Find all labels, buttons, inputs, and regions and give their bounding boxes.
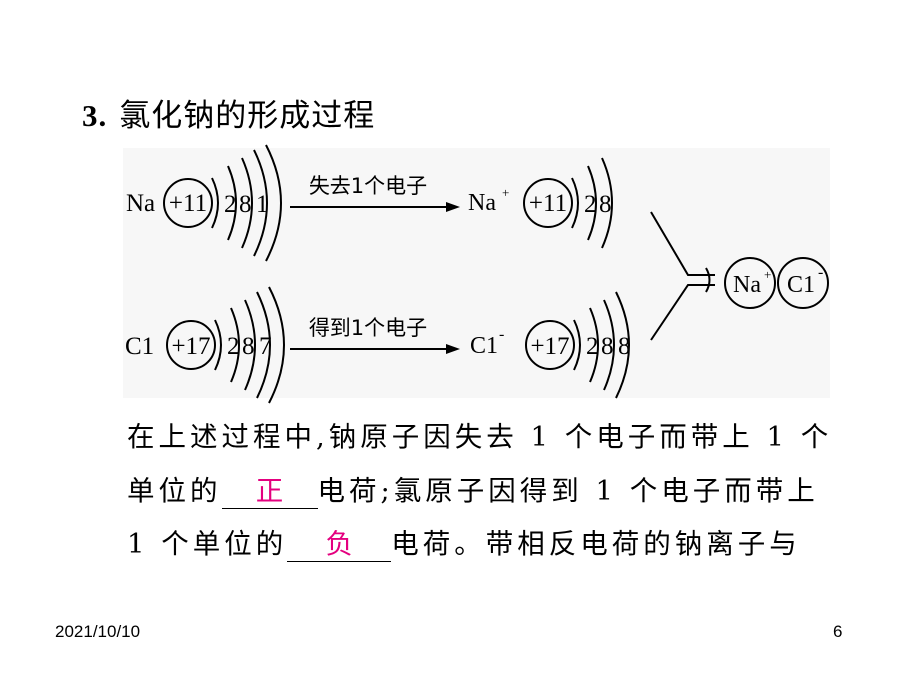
na-atom-shell-2: 8: [239, 191, 252, 218]
na-atom-symbol: Na: [126, 190, 155, 217]
page-number: 6: [833, 622, 843, 641]
paragraph-line-2: 单位的正电荷;氯原子因得到 1 个电子而带上: [127, 468, 819, 509]
cl-atom-shell-1: 2: [227, 333, 240, 360]
gain-electron-label: 得到1个电子: [309, 316, 427, 340]
cl-ion-shell-1: 2: [586, 333, 599, 360]
na-ion-charge: +: [502, 185, 509, 200]
na-atom-shell-3: 1: [256, 191, 269, 218]
paragraph-line-2-start: 单位的: [127, 475, 222, 507]
product-cl-symbol: C1: [787, 272, 815, 298]
paragraph-line-2-end: 电荷;氯原子因得到 1 个电子而带上: [317, 475, 819, 507]
product-na-symbol: Na: [733, 272, 761, 298]
paragraph-line-3-end: 电荷。带相反电荷的钠离子与: [391, 528, 801, 560]
na-atom-nucleus-circle: [163, 178, 213, 228]
lose-electron-label: 失去1个电子: [309, 174, 427, 198]
cl-ion-shell-2: 8: [601, 333, 614, 360]
diagram-background: [123, 148, 830, 398]
answer-blank-negative: 负: [287, 521, 392, 562]
slide-title: 3. 氯化钠的形成过程: [82, 90, 375, 135]
cl-atom-symbol: C1: [125, 333, 154, 360]
na-atom-nucleus: +11: [169, 190, 207, 217]
cl-ion-symbol: C1: [470, 333, 498, 359]
paragraph-line-1: 在上述过程中,钠原子因失去 1 个电子而带上 1 个: [127, 421, 833, 453]
product-na-charge: +: [764, 267, 771, 282]
na-ion-shell-2: 8: [599, 191, 612, 218]
paragraph-line-3-start: 1 个单位的: [127, 528, 288, 560]
cl-ion-nucleus: +17: [530, 333, 569, 360]
footer-date: 2021/10/10: [55, 622, 141, 641]
cl-atom-shell-3: 7: [259, 333, 272, 360]
gain-electron-arrowhead: [446, 344, 460, 354]
na-ion-nucleus: +11: [529, 190, 567, 217]
combine-bracket: [705, 267, 711, 293]
product-cl-charge: -: [818, 264, 823, 281]
answer-blank-positive: 正: [221, 468, 318, 509]
product-na-circle: [724, 257, 776, 309]
na-atom-shell-1: 2: [224, 191, 237, 218]
question-title: 氯化钠的形成过程: [119, 98, 376, 134]
cl-atom-shell-2: 8: [242, 333, 255, 360]
cl-ion-shell-3: 8: [618, 333, 631, 360]
paragraph-line-3: 1 个单位的负电荷。带相反电荷的钠离子与: [127, 521, 801, 562]
na-ion-symbol: Na: [468, 190, 496, 216]
na-ion-nucleus-circle: [523, 178, 573, 228]
product-cl-circle: [777, 257, 829, 309]
cl-atom-nucleus-circle: [166, 320, 216, 370]
cl-atom-nucleus: +17: [171, 333, 210, 360]
lose-electron-arrowhead: [446, 202, 460, 212]
combine-line-bottom: [650, 284, 715, 341]
cl-ion-charge: -: [499, 326, 504, 343]
cl-ion-nucleus-circle: [525, 320, 575, 370]
na-ion-shell-1: 2: [584, 191, 597, 218]
combine-line-top: [650, 211, 715, 276]
question-number: 3.: [82, 98, 108, 133]
